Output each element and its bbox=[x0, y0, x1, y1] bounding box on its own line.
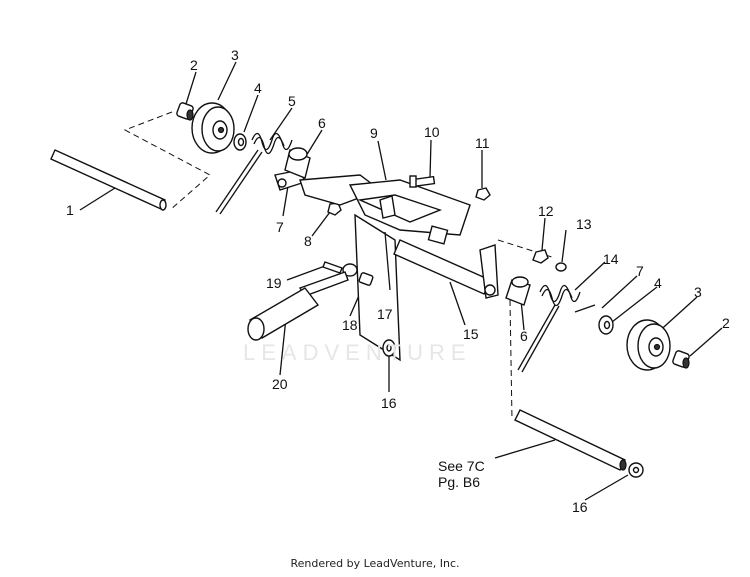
callout-7: 7 bbox=[276, 219, 284, 235]
reference-note-line1: See 7C bbox=[438, 458, 485, 474]
callout-19: 19 bbox=[266, 275, 282, 291]
callout-1: 1 bbox=[66, 202, 74, 218]
alignment-dashes bbox=[123, 111, 556, 421]
spring-part-5 bbox=[215, 132, 293, 215]
pin-part-17 bbox=[384, 231, 391, 291]
bushing-part-2-right bbox=[672, 350, 690, 369]
callout-17: 17 bbox=[377, 306, 393, 322]
callout-3: 3 bbox=[694, 284, 702, 300]
cylinder-part-20 bbox=[247, 271, 349, 341]
shaft-part-1 bbox=[50, 149, 167, 211]
leader-lines bbox=[79, 61, 723, 501]
wheel-part-3-right bbox=[626, 319, 671, 371]
callout-4: 4 bbox=[654, 275, 662, 291]
callout-12: 12 bbox=[538, 203, 554, 219]
nut-part-11 bbox=[475, 187, 491, 201]
callout-9: 9 bbox=[370, 125, 378, 141]
nut-part-12 bbox=[532, 249, 549, 264]
shaft-part-15 bbox=[393, 239, 499, 299]
callout-20: 20 bbox=[272, 376, 288, 392]
frame-part-9 bbox=[299, 174, 471, 362]
footer-credit: Rendered by LeadVenture, Inc. bbox=[290, 557, 460, 570]
watermark: LEADVENTURE bbox=[243, 340, 472, 365]
callout-2: 2 bbox=[190, 57, 198, 73]
bushing-part-18 bbox=[358, 272, 374, 286]
pin-part-19 bbox=[322, 261, 358, 277]
callout-4: 4 bbox=[254, 80, 262, 96]
callout-15: 15 bbox=[463, 326, 479, 342]
spring-part-14 bbox=[517, 284, 596, 373]
shaft-lower-ref bbox=[514, 409, 627, 471]
callout-18: 18 bbox=[342, 317, 358, 333]
washer-part-16-upper bbox=[382, 339, 396, 357]
bolt-part-10 bbox=[409, 175, 436, 188]
callout-8: 8 bbox=[304, 233, 312, 249]
spacer-part-6-left bbox=[284, 147, 311, 179]
callout-10: 10 bbox=[424, 124, 440, 140]
callout-2: 2 bbox=[722, 315, 730, 331]
washer-part-16-lower bbox=[628, 462, 644, 478]
callout-5: 5 bbox=[288, 93, 296, 109]
callout-13: 13 bbox=[576, 216, 592, 232]
washer-part-4-left bbox=[233, 133, 247, 151]
spacer-part-6-right bbox=[505, 276, 531, 306]
washer-part-4-right bbox=[598, 315, 614, 335]
callout-16: 16 bbox=[381, 395, 397, 411]
reference-note-line2: Pg. B6 bbox=[438, 474, 481, 490]
washer-part-13 bbox=[555, 262, 567, 272]
callout-6: 6 bbox=[318, 115, 326, 131]
callout-7: 7 bbox=[636, 263, 644, 279]
wheel-part-3-left bbox=[191, 102, 235, 154]
callout-16: 16 bbox=[572, 499, 588, 515]
callout-3: 3 bbox=[231, 47, 239, 63]
callout-11: 11 bbox=[475, 135, 490, 151]
bushing-part-2-left bbox=[176, 102, 194, 121]
callout-14: 14 bbox=[603, 251, 619, 267]
callout-6: 6 bbox=[520, 328, 528, 344]
